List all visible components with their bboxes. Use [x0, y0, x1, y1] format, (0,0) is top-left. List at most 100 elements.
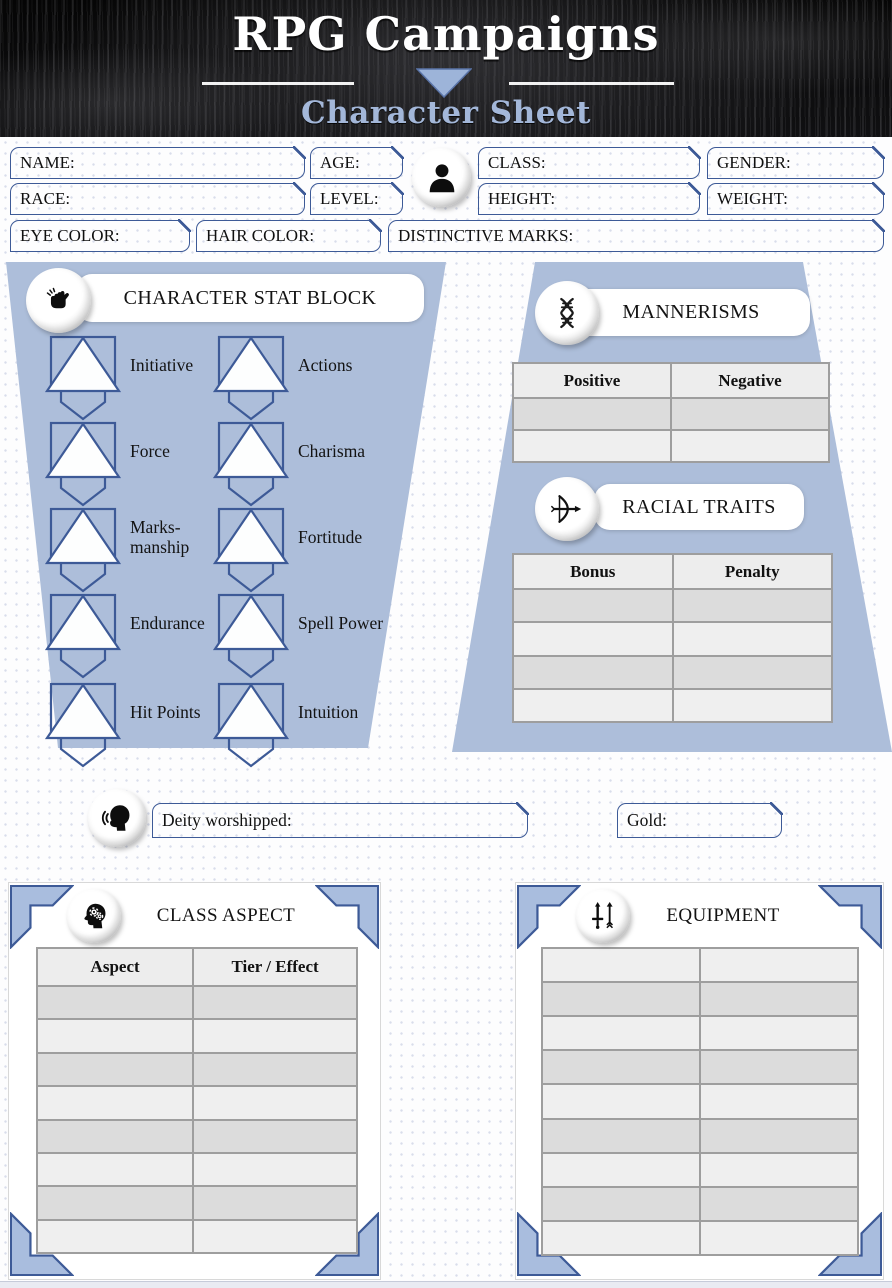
- equipment-cell[interactable]: [543, 1119, 699, 1152]
- equipment-cell[interactable]: [701, 1085, 857, 1118]
- class_aspect-cell[interactable]: [194, 1153, 356, 1186]
- stat-value-shape[interactable]: [44, 334, 122, 422]
- height-field-label: HEIGHT:: [488, 189, 556, 208]
- class_aspect-cell[interactable]: [38, 1187, 193, 1219]
- talking-head-icon: [88, 789, 146, 847]
- stat-label: Endurance: [130, 612, 205, 633]
- deity-field[interactable]: Deity worshipped:: [152, 802, 529, 838]
- class_aspect-cell[interactable]: [38, 1087, 193, 1119]
- stat-fortitude[interactable]: Fortitude: [212, 506, 402, 596]
- stat-value-shape[interactable]: [44, 681, 122, 769]
- equipment-cell[interactable]: [543, 1085, 699, 1118]
- equipment-panel: EQUIPMENT: [515, 882, 884, 1280]
- racial_traits-cell[interactable]: [673, 656, 831, 688]
- stat-actions[interactable]: Actions: [212, 334, 402, 424]
- height-field[interactable]: HEIGHT:: [478, 182, 701, 215]
- equipment-cell[interactable]: [701, 983, 857, 1016]
- hair-color-field[interactable]: HAIR COLOR:: [196, 219, 382, 252]
- equipment-cell[interactable]: [701, 949, 857, 982]
- mannerisms-cell[interactable]: [514, 431, 670, 461]
- stat-intuition[interactable]: Intuition: [212, 681, 402, 771]
- equipment-cell[interactable]: [701, 1187, 857, 1220]
- racial_traits-cell[interactable]: [673, 590, 831, 622]
- stat-value-shape[interactable]: [212, 592, 290, 680]
- fist-icon: [26, 268, 91, 333]
- equipment-cell[interactable]: [543, 983, 699, 1016]
- page-footer-strip: [0, 1281, 892, 1288]
- equipment-cell[interactable]: [543, 1187, 699, 1220]
- stat-value-shape[interactable]: [212, 420, 290, 508]
- equipment-cell[interactable]: [543, 1221, 699, 1254]
- class_aspect-cell[interactable]: [194, 1087, 356, 1119]
- stat-value-shape[interactable]: [44, 420, 122, 508]
- stat-hit-points[interactable]: Hit Points: [44, 681, 234, 771]
- class_aspect-cell[interactable]: [194, 987, 356, 1019]
- stat-initiative[interactable]: Initiative: [44, 334, 234, 424]
- class_aspect-cell[interactable]: [194, 1120, 356, 1152]
- level-field[interactable]: LEVEL:: [310, 182, 404, 215]
- race-field[interactable]: RACE:: [10, 182, 306, 215]
- stat-marks-manship[interactable]: Marks-manship: [44, 506, 234, 596]
- class_aspect-cell[interactable]: [194, 1053, 356, 1086]
- racial_traits-header-bonus: Bonus: [514, 555, 672, 588]
- racial_traits-cell[interactable]: [514, 689, 672, 721]
- class_aspect-cell[interactable]: [38, 1120, 193, 1152]
- stat-charisma[interactable]: Charisma: [212, 420, 402, 510]
- racial-traits-header: RACIAL TRAITS: [594, 484, 804, 530]
- stat-value-shape[interactable]: [212, 334, 290, 422]
- stat-value-shape[interactable]: [212, 506, 290, 594]
- class_aspect-cell[interactable]: [38, 987, 193, 1019]
- stat-endurance[interactable]: Endurance: [44, 592, 234, 682]
- page-right-margin: [884, 137, 892, 1282]
- name-field[interactable]: NAME:: [10, 146, 306, 179]
- stat-value-shape[interactable]: [212, 681, 290, 769]
- gold-field[interactable]: Gold:: [617, 802, 783, 838]
- stat-force[interactable]: Force: [44, 420, 234, 510]
- mannerisms-cell[interactable]: [672, 431, 828, 461]
- racial_traits-cell[interactable]: [514, 623, 672, 655]
- mannerisms-cell[interactable]: [672, 399, 828, 429]
- class_aspect-cell[interactable]: [194, 1220, 356, 1252]
- eye-color-field[interactable]: EYE COLOR:: [10, 219, 191, 252]
- class_aspect-cell[interactable]: [38, 1220, 193, 1252]
- mannerisms-header-negative: Negative: [672, 364, 828, 397]
- stat-label: Spell Power: [298, 612, 384, 633]
- stat-block-title: CHARACTER STAT BLOCK: [123, 286, 377, 309]
- gender-field[interactable]: GENDER:: [707, 146, 885, 179]
- racial_traits-cell[interactable]: [673, 689, 831, 721]
- equipment-cell[interactable]: [701, 1153, 857, 1186]
- stat-spell-power[interactable]: Spell Power: [212, 592, 402, 682]
- racial_traits-cell[interactable]: [514, 590, 672, 622]
- class_aspect-cell[interactable]: [194, 1020, 356, 1052]
- equipment-cell[interactable]: [543, 1017, 699, 1050]
- equipment-cell[interactable]: [701, 1017, 857, 1050]
- mannerisms-cell[interactable]: [514, 399, 670, 429]
- equipment-cell[interactable]: [543, 1051, 699, 1084]
- divider-triangle-icon: [416, 68, 472, 98]
- age-field[interactable]: AGE:: [310, 146, 404, 179]
- equipment-cell[interactable]: [701, 1221, 857, 1254]
- weight-field[interactable]: WEIGHT:: [707, 182, 885, 215]
- dna-icon: [535, 281, 599, 345]
- stat-value-shape[interactable]: [44, 506, 122, 594]
- class_aspect-cell[interactable]: [194, 1187, 356, 1219]
- class_aspect-cell[interactable]: [38, 1053, 193, 1086]
- class_aspect-cell[interactable]: [38, 1153, 193, 1186]
- race-field-label: RACE:: [20, 189, 71, 208]
- equipment-cell[interactable]: [543, 1153, 699, 1186]
- racial_traits-cell[interactable]: [514, 656, 672, 688]
- corner-bracket-icon: [517, 885, 581, 949]
- distinctive-marks-field[interactable]: DISTINCTIVE MARKS:: [388, 219, 885, 252]
- name-field-label: NAME:: [20, 153, 75, 172]
- racial_traits-cell[interactable]: [673, 623, 831, 655]
- class-field[interactable]: CLASS:: [478, 146, 701, 179]
- stat-value-shape[interactable]: [44, 592, 122, 680]
- equipment-cell[interactable]: [701, 1051, 857, 1084]
- class_aspect-cell[interactable]: [38, 1020, 193, 1052]
- equipment-cell[interactable]: [543, 949, 699, 982]
- level-field-label: LEVEL:: [320, 189, 379, 208]
- equipment-cell[interactable]: [701, 1119, 857, 1152]
- corner-bracket-icon: [10, 1212, 74, 1276]
